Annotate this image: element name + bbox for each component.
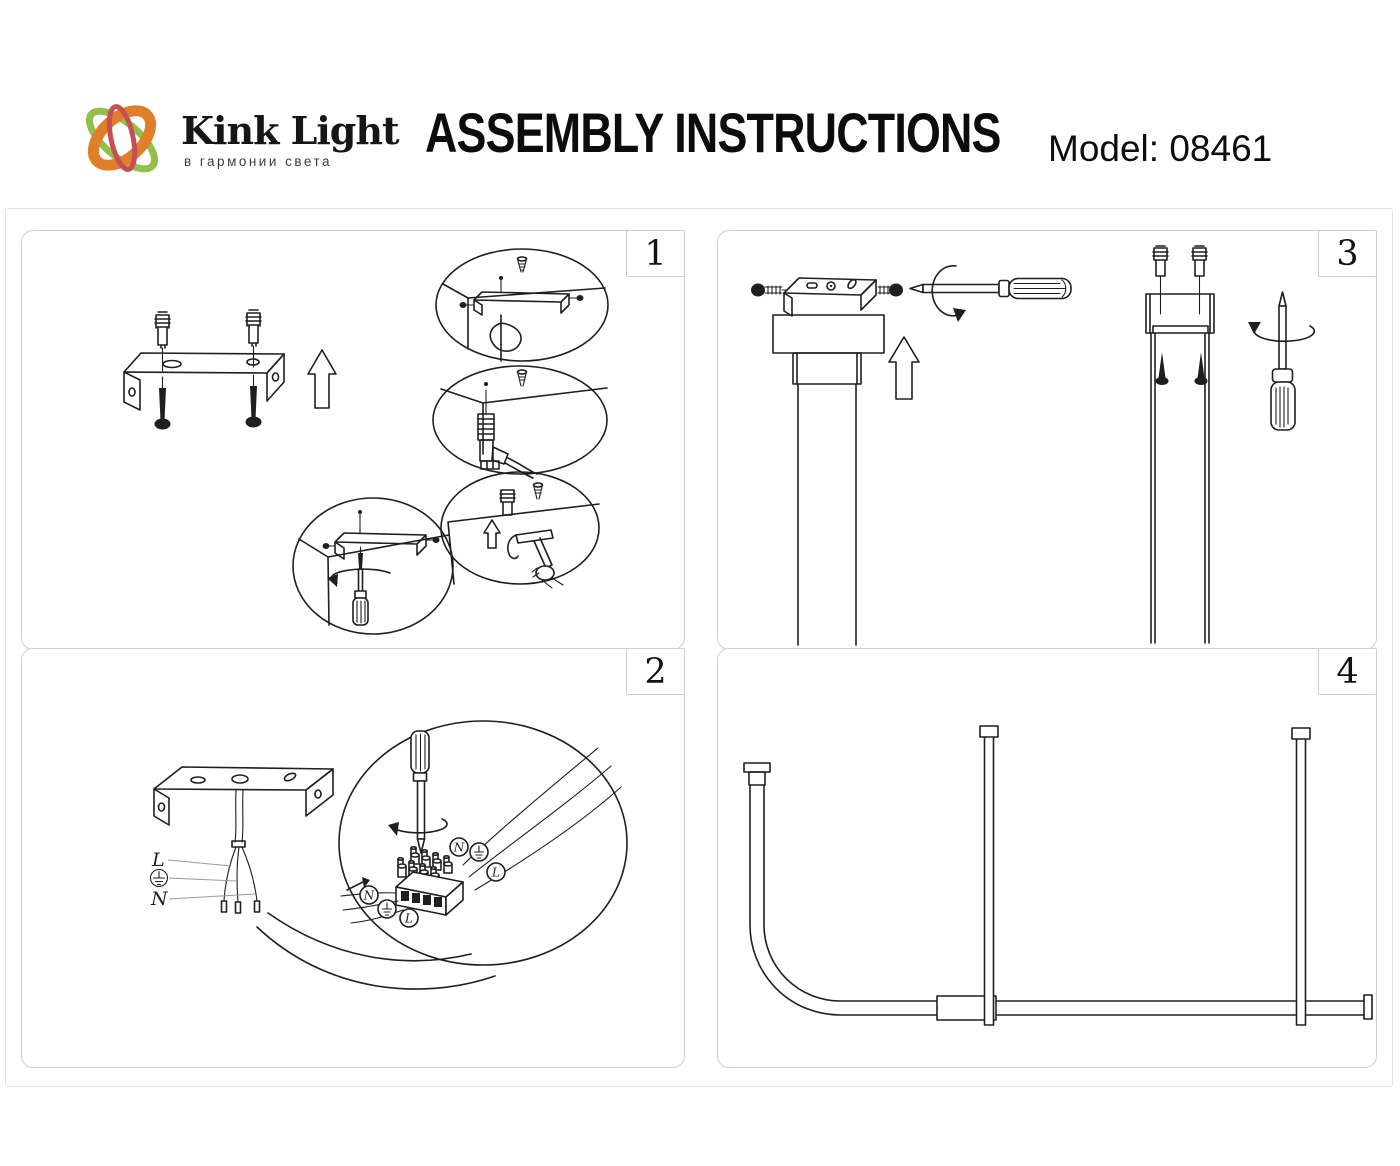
- step-number-badge: 1: [626, 230, 685, 277]
- panel-2-illustration: L N: [149, 720, 628, 990]
- detail-circle-anchor-hammer: [440, 471, 600, 589]
- kink-light-logo-icon: [85, 104, 159, 173]
- screw-icon: [1155, 352, 1169, 385]
- step-number: 2: [644, 651, 667, 692]
- up-arrow-icon: [483, 519, 501, 549]
- rotation-arrow-icon: [394, 818, 448, 834]
- label-leader-lines: [167, 859, 256, 900]
- step-number: 4: [1336, 651, 1359, 692]
- rotation-arrow-icon: [931, 264, 962, 317]
- screwdriver-icon: [909, 277, 1072, 300]
- rotation-arrow-icon: [330, 568, 391, 584]
- small-arrow-icon: [346, 881, 364, 891]
- ceiling-cover: [1145, 293, 1215, 334]
- hammer-icon: [507, 529, 564, 589]
- terminal-marker-line: L: [399, 908, 419, 928]
- wire-marker-line: L: [486, 862, 506, 882]
- fixture-rod: [1150, 332, 1210, 644]
- supply-wires: [220, 789, 261, 914]
- side-screw-icon: [877, 283, 903, 297]
- mounting-bracket: [153, 766, 334, 826]
- brand-name: Kink Light: [181, 108, 400, 153]
- terminal-marker-neutral: N: [359, 885, 379, 905]
- detail-circle-bracket-mounted: [435, 248, 609, 362]
- ceiling-cap: [743, 762, 771, 773]
- terminal-block: [395, 846, 464, 916]
- instructions-frame: [5, 208, 1393, 1087]
- panel-step-1: 1: [21, 230, 685, 650]
- assembled-fixture: [743, 725, 1373, 1026]
- step-number: 1: [644, 233, 667, 274]
- suspension-rod: [979, 725, 999, 1026]
- earth-symbol: [149, 868, 169, 888]
- svg-text:L: L: [404, 912, 413, 926]
- panel-4-illustration: [743, 725, 1373, 1026]
- panel-step-2: L N: [21, 648, 685, 1068]
- canopy-and-rod: [772, 314, 885, 646]
- step-number-badge: 4: [1318, 648, 1377, 695]
- bar-end-cap: [1363, 994, 1373, 1020]
- panel-3-illustration: [751, 245, 1316, 646]
- detail-circle-screwdriver: [292, 497, 454, 635]
- up-arrow-icon: [888, 336, 920, 400]
- step-number-badge: 2: [626, 648, 685, 695]
- ceiling-cap: [979, 725, 999, 738]
- ceiling-cap: [1291, 727, 1311, 740]
- screw-icon: [516, 369, 528, 387]
- panel-step-3: 3: [717, 230, 1377, 650]
- detail-circle-cable-gland: [432, 365, 608, 479]
- side-screw-icon: [751, 283, 788, 297]
- model-label: Model: 08461: [1048, 128, 1273, 169]
- panel-step-4: 4: [717, 648, 1377, 1068]
- neutral-wire-label: N: [150, 888, 169, 910]
- rotation-arrow-icon: [1253, 325, 1316, 342]
- screw-icon: [154, 376, 171, 430]
- wall-anchor-icon: [1191, 245, 1208, 315]
- terminal-marker-earth: [377, 899, 397, 919]
- wall-anchor-icon: [245, 309, 262, 368]
- step-number-badge: 3: [1318, 230, 1377, 277]
- svg-text:N: N: [453, 841, 465, 855]
- panel-1-illustration: [123, 248, 609, 635]
- svg-text:N: N: [363, 889, 375, 903]
- screwdriver-icon: [1270, 291, 1296, 431]
- screw-icon: [516, 256, 528, 273]
- mounting-bracket: [783, 277, 877, 317]
- wall-anchor-icon: [499, 489, 516, 516]
- wall-anchor-icon: [1152, 245, 1169, 315]
- brand-tagline: в гармонии света: [184, 154, 333, 169]
- wire-marker-earth: [469, 842, 489, 862]
- screw-icon: [532, 482, 544, 500]
- page-title: ASSEMBLY INSTRUCTIONS: [425, 101, 1001, 164]
- wall-anchor-icon: [154, 311, 171, 372]
- screwdriver-icon: [410, 730, 430, 854]
- step-number: 3: [1336, 233, 1359, 274]
- screw-icon: [245, 374, 262, 428]
- wire-marker-neutral: N: [449, 837, 469, 857]
- up-arrow-icon: [307, 349, 337, 409]
- line-wire-label: L: [151, 849, 165, 871]
- detail-circle-terminal-block: N L N: [256, 720, 628, 990]
- suspension-rod: [1291, 727, 1311, 1026]
- svg-text:L: L: [491, 866, 500, 880]
- screw-icon: [1194, 352, 1208, 385]
- callout-tail: [256, 912, 496, 990]
- mounting-bracket: [123, 352, 285, 411]
